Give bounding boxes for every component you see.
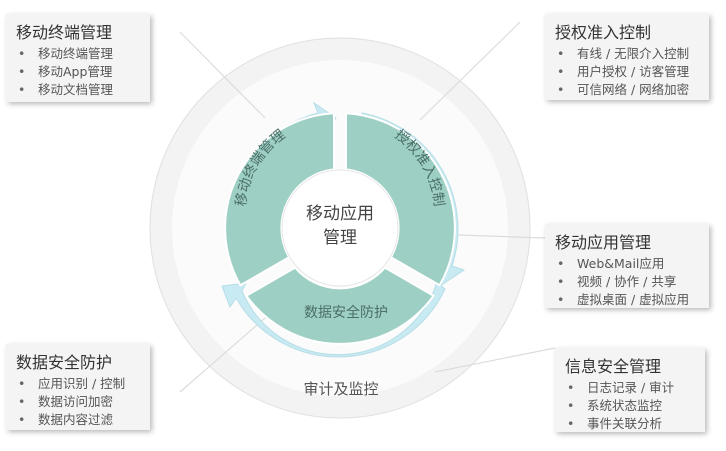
connector-line-bottom-right	[434, 347, 556, 373]
card-title: 移动终端管理	[16, 23, 113, 42]
card-item: 移动终端管理	[16, 45, 140, 63]
connector-line-top-left	[179, 31, 266, 119]
card-item: 日志记录 / 审计	[565, 379, 695, 397]
connector-line-top-right	[419, 21, 521, 121]
card-title: 授权准入控制	[555, 23, 652, 42]
card-item: 移动App管理	[16, 63, 140, 81]
card-item: 可信网络 / 网络加密	[555, 81, 699, 99]
center-label-line2: 管理	[323, 228, 357, 248]
outer-label-audit: 审计及监控	[303, 380, 378, 398]
card-item: 移动文档管理	[16, 81, 140, 99]
card-item: 事件关联分析	[565, 415, 695, 433]
center-circle	[281, 169, 399, 287]
card-title: 数据安全防护	[16, 353, 113, 372]
card-item: 数据内容过滤	[16, 411, 140, 429]
card-item: 应用识别 / 控制	[16, 375, 140, 393]
card-item: 有线 / 无限介入控制	[555, 45, 699, 63]
center-label-line1: 移动应用	[306, 204, 374, 224]
card-item: 数据访问加密	[16, 393, 140, 411]
segment-access[interactable]	[345, 112, 456, 287]
card-info-security: 信息安全管理 日志记录 / 审计 系统状态监控 事件关联分析	[555, 348, 705, 433]
card-item: 虚拟桌面 / 虚拟应用	[555, 291, 699, 309]
card-item: 视频 / 协作 / 共享	[555, 273, 699, 291]
card-app-management: 移动应用管理 Web&Mail应用 视频 / 协作 / 共享 虚拟桌面 / 虚拟…	[545, 224, 709, 309]
card-item: 系统状态监控	[565, 397, 695, 415]
card-access-control: 授权准入控制 有线 / 无限介入控制 用户授权 / 访客管理 可信网络 / 网络…	[545, 14, 709, 100]
segment-terminal[interactable]	[224, 112, 335, 287]
card-item: Web&Mail应用	[555, 255, 699, 273]
connector-line-bottom-left	[179, 304, 281, 393]
card-title: 信息安全管理	[565, 357, 662, 376]
card-item: 用户授权 / 访客管理	[555, 63, 699, 81]
card-data-protection: 数据安全防护 应用识别 / 控制 数据访问加密 数据内容过滤	[6, 344, 150, 430]
segment-label-data: 数据安全防护	[304, 304, 388, 321]
card-terminal-management: 移动终端管理 移动终端管理 移动App管理 移动文档管理	[6, 14, 150, 102]
card-title: 移动应用管理	[555, 233, 652, 252]
segment-data[interactable]	[244, 266, 436, 345]
